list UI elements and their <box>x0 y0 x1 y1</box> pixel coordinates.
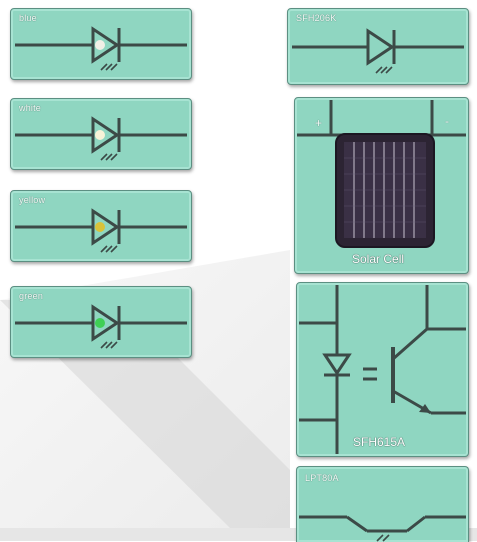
led-light-dot <box>95 40 105 50</box>
led-label: white <box>19 103 42 113</box>
plus-terminal-label: + <box>315 116 323 130</box>
led-symbol-icon <box>15 116 187 161</box>
photodiode-tile[interactable]: SFH206K <box>287 8 469 85</box>
led-label: yellow <box>19 195 46 205</box>
led-blue-tile[interactable]: blue <box>10 8 192 80</box>
phototransistor-tile[interactable]: LPT80A <box>296 466 469 542</box>
led-yellow-tile[interactable]: yellow <box>10 190 192 262</box>
photodiode-symbol-icon <box>292 28 464 74</box>
led-white-tile[interactable]: white <box>10 98 192 170</box>
optocoupler-caption: SFH615A <box>353 435 406 449</box>
solar-cell-tile[interactable]: + - Solar Cell <box>294 97 469 274</box>
led-symbol-icon <box>15 208 187 253</box>
optocoupler-symbol-icon <box>299 285 466 454</box>
led-green-tile[interactable]: green <box>10 286 192 358</box>
led-light-dot <box>95 130 105 140</box>
led-label: blue <box>19 13 37 23</box>
led-label: green <box>19 291 44 301</box>
led-symbol-icon <box>15 304 187 349</box>
minus-terminal-label: - <box>445 114 449 128</box>
solar-cell-icon <box>297 100 466 248</box>
optocoupler-tile[interactable]: SFH615A <box>296 282 469 457</box>
led-light-dot <box>95 318 105 328</box>
part-label: LPT80A <box>305 473 339 483</box>
part-label: SFH206K <box>296 13 337 23</box>
phototransistor-symbol-icon <box>299 515 466 542</box>
led-symbol-icon <box>15 26 187 71</box>
solar-cell-caption: Solar Cell <box>352 252 405 266</box>
led-light-dot <box>95 222 105 232</box>
